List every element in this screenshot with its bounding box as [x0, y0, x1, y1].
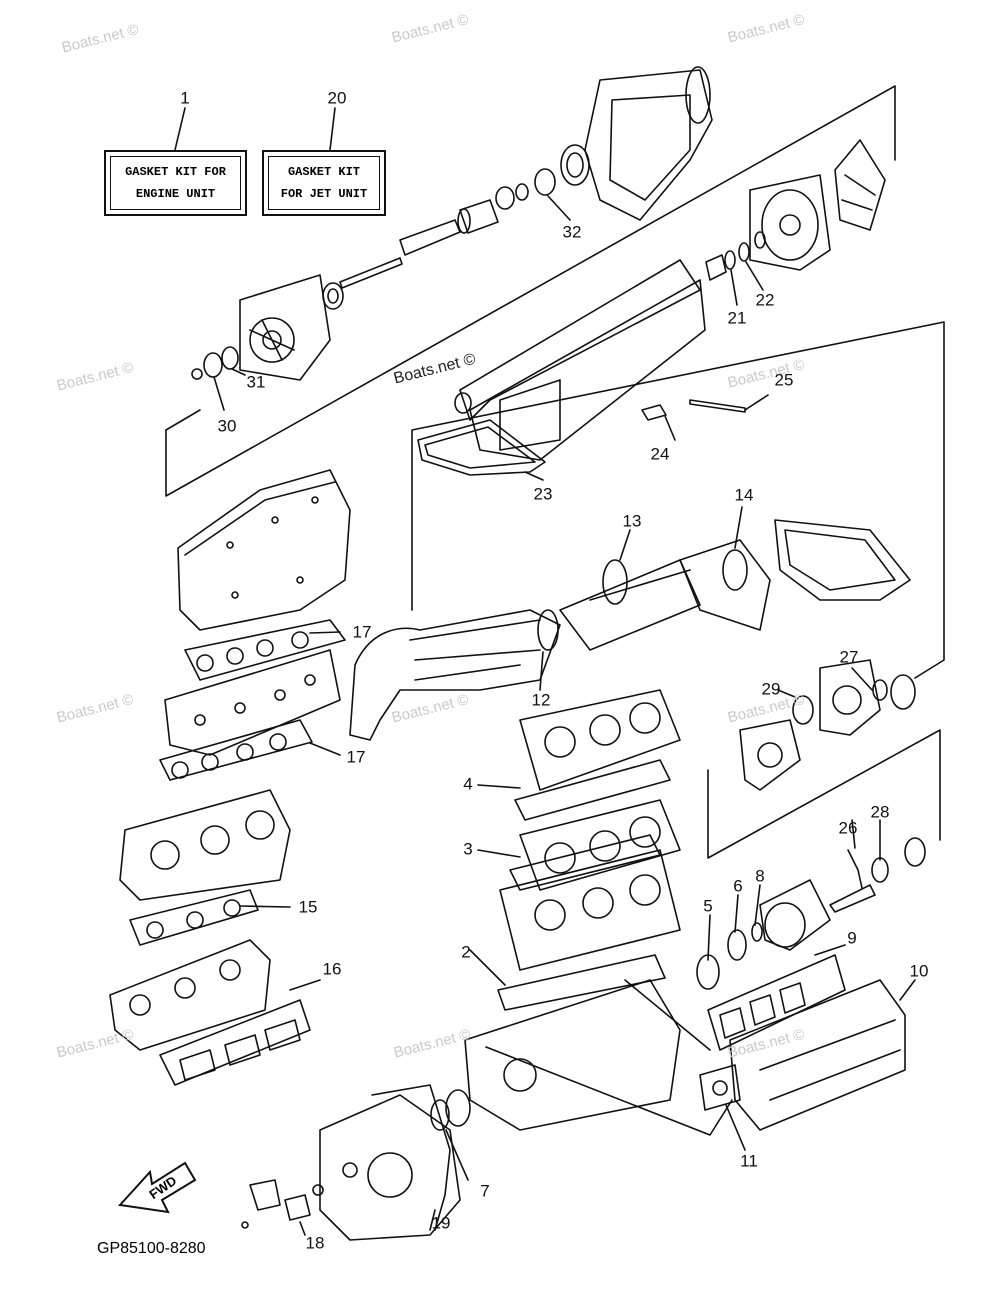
callout-26: 26	[838, 818, 858, 838]
flywheel-cover	[319, 1094, 461, 1241]
callout-17: 17	[346, 747, 366, 767]
cover-11	[699, 1064, 741, 1111]
gasket-13	[602, 559, 628, 605]
manifold-gasket-upper	[184, 619, 346, 681]
gasket-23	[417, 419, 546, 476]
bearing-30	[203, 352, 223, 378]
intermediate-housing	[739, 659, 881, 791]
reed-valves-16	[159, 999, 311, 1086]
muffler-chamber	[679, 519, 911, 631]
exhaust-pipe	[349, 559, 701, 741]
callout-1: 1	[180, 88, 190, 108]
head-gasket-4	[514, 759, 671, 821]
gasket-2	[497, 954, 666, 1011]
cylinder-head	[519, 689, 681, 791]
crankcase-lower	[464, 979, 681, 1131]
pin-26	[847, 849, 863, 889]
callout-2: 2	[461, 942, 471, 962]
callout-10: 10	[909, 961, 929, 981]
carburetors	[119, 789, 291, 901]
starter-parts-18	[241, 1179, 324, 1229]
callout-24: 24	[650, 444, 670, 464]
diagram-code: GP85100-8280	[97, 1240, 206, 1257]
seal-6	[727, 929, 747, 961]
gasket-15	[129, 889, 259, 946]
gasket-9	[707, 954, 846, 1051]
callout-25: 25	[774, 370, 794, 390]
manifold-gasket-lower	[159, 719, 313, 781]
callout-12: 12	[531, 690, 551, 710]
intake-manifold	[109, 939, 271, 1051]
callout-3: 3	[463, 839, 473, 859]
callout-21: 21	[727, 308, 747, 328]
callout-17: 17	[352, 622, 372, 642]
callout-19: 19	[431, 1213, 451, 1233]
intermediate-boundary	[707, 729, 941, 859]
seal-21	[724, 250, 736, 270]
callout-7: 7	[480, 1181, 490, 1201]
ring-8	[751, 922, 763, 942]
engine-gasket-kit-box: GASKET KIT FOR ENGINE UNIT	[104, 150, 247, 216]
head-cover	[177, 469, 351, 631]
crankshaft	[759, 879, 876, 951]
crankcase-upper	[499, 849, 681, 971]
callout-22: 22	[755, 290, 775, 310]
callout-30: 30	[217, 416, 237, 436]
base-gasket-3	[509, 834, 661, 891]
jet-housing-boundary	[411, 321, 945, 679]
gasket-14	[722, 549, 748, 591]
callout-32: 32	[562, 222, 582, 242]
jet-group-boundary	[165, 85, 896, 497]
kit-label-line: GASKET KIT FOR	[125, 165, 226, 179]
seal-7	[430, 1099, 450, 1131]
oil-seal-31	[221, 346, 239, 370]
cylinder	[519, 799, 681, 891]
callout-27: 27	[839, 647, 859, 667]
callout-31: 31	[246, 372, 266, 392]
callout-29: 29	[761, 679, 781, 699]
callout-20: 20	[327, 88, 347, 108]
callout-23: 23	[533, 484, 553, 504]
jet-housing	[239, 274, 331, 381]
callout-16: 16	[322, 959, 342, 979]
drive-shaft	[339, 199, 499, 289]
callout-5: 5	[703, 896, 713, 916]
kit-label-line: FOR JET UNIT	[280, 187, 368, 201]
callout-18: 18	[305, 1233, 325, 1253]
gasket-19	[371, 1084, 451, 1231]
bearing-29	[792, 695, 814, 725]
bearing	[322, 282, 344, 310]
seal-28	[871, 857, 889, 883]
callout-4: 4	[463, 774, 473, 794]
intake-duct	[454, 259, 706, 461]
impeller	[834, 139, 886, 231]
kit-label-line: ENGINE UNIT	[135, 187, 216, 201]
callout-15: 15	[298, 897, 318, 917]
callout-11: 11	[740, 1151, 758, 1171]
o-ring-32	[534, 168, 556, 196]
plate-24	[641, 404, 667, 421]
jet-gasket-kit-box: GASKET KIT FOR JET UNIT	[262, 150, 386, 216]
callout-6: 6	[733, 876, 743, 896]
callout-9: 9	[847, 928, 857, 948]
callout-8: 8	[755, 866, 765, 886]
o-ring-27	[872, 679, 888, 701]
callout-13: 13	[622, 511, 642, 531]
callout-28: 28	[870, 802, 890, 822]
exhaust-manifold-10	[729, 979, 906, 1131]
impeller-housing	[749, 174, 831, 271]
jet-pump-upper	[560, 66, 713, 221]
seal-22	[738, 242, 750, 262]
strip-25	[689, 399, 746, 413]
fwd-arrow-icon	[117, 1161, 197, 1214]
callout-14: 14	[734, 485, 754, 505]
kit-label-line: GASKET KIT	[287, 165, 360, 179]
